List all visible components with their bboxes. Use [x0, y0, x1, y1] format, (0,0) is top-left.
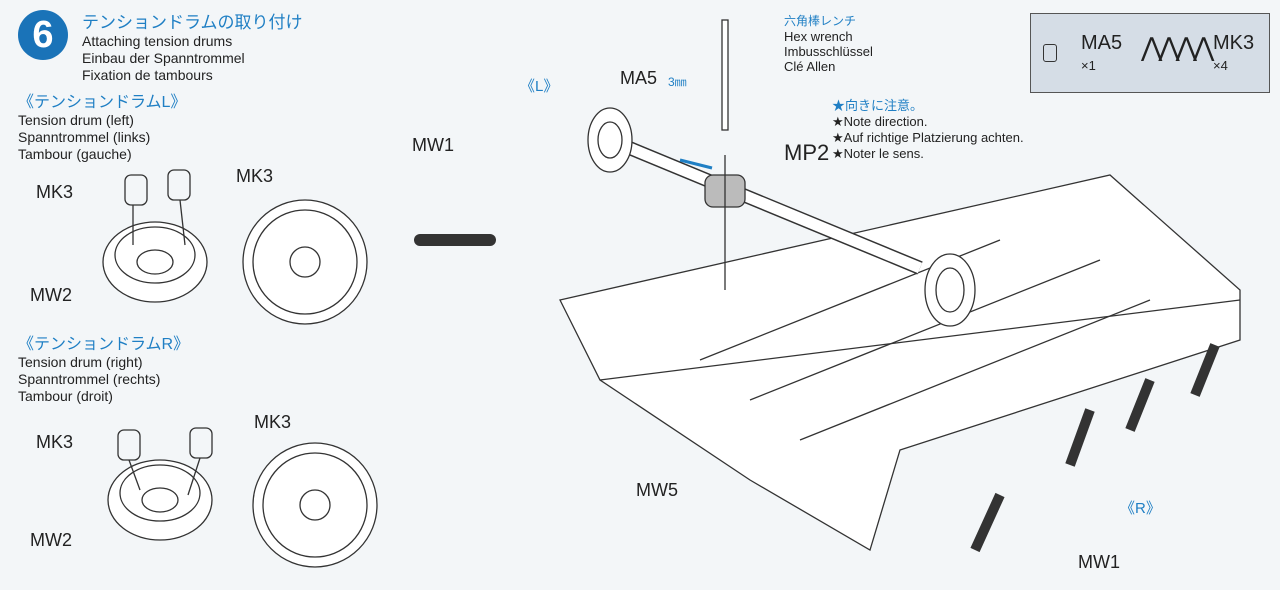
left-en: Tension drum (left): [18, 112, 134, 128]
label-r: 《R》: [1120, 500, 1161, 517]
note-en: ★Note direction.: [832, 114, 928, 129]
note-fr: ★Noter le sens.: [832, 146, 924, 161]
label-mk3: MK3: [36, 182, 74, 202]
left-drum-caption: 《テンションドラムL》 Tension drum (left) Spanntro…: [18, 88, 186, 163]
title-fr: Fixation de tambours: [82, 67, 213, 83]
label-mk3: MK3: [236, 166, 274, 186]
step-number-badge: 6: [18, 10, 68, 60]
spring-icon: ⋀⋀⋀⋀: [1141, 32, 1214, 62]
shaft-drawing: [587, 19, 976, 327]
qty-mk3: ×4: [1213, 58, 1228, 73]
title-en: Attaching tension drums: [82, 33, 233, 49]
wrench-en: Hex wrench: [784, 29, 853, 44]
left-drum-drawing: [102, 169, 368, 325]
wrench-jp: 六角棒レンチ: [784, 14, 857, 28]
title-de: Einbau der Spanntrommel: [82, 50, 245, 66]
left-de: Spanntrommel (links): [18, 129, 151, 145]
wrench-de: Imbusschlüssel: [784, 44, 873, 59]
label-l: 《L》: [520, 78, 559, 95]
parts-box: MA5 ×1 ⋀⋀⋀⋀ MK3 ×4: [1030, 13, 1270, 93]
right-en: Tension drum (right): [18, 354, 143, 370]
part-ma5: MA5: [1081, 32, 1123, 54]
right-heading: 《テンションドラムR》: [18, 336, 190, 353]
right-fr: Tambour (droit): [18, 388, 113, 404]
right-de: Spanntrommel (rechts): [18, 371, 161, 387]
direction-note: ★向きに注意。 ★Note direction. ★Auf richtige P…: [832, 98, 1024, 162]
label-mw2: MW2: [30, 530, 72, 550]
label-mk3: MK3: [254, 412, 292, 432]
hex-wrench-caption: 六角棒レンチ Hex wrench Imbusschlüssel Clé All…: [784, 12, 873, 74]
label-ma5-size: 3㎜: [668, 75, 687, 89]
label-mw5: MW5: [636, 480, 678, 500]
label-mk3: MK3: [36, 432, 74, 452]
part-mk3: MK3: [1213, 32, 1255, 54]
label-mw1: MW1: [1078, 552, 1120, 572]
qty-ma5: ×1: [1081, 58, 1096, 73]
title-jp: テンションドラムの取り付け: [82, 13, 303, 32]
label-mw2: MW2: [30, 285, 72, 305]
wrench-fr: Clé Allen: [784, 59, 836, 74]
left-fr: Tambour (gauche): [18, 146, 132, 162]
label-mp2: MP2: [784, 140, 830, 165]
left-heading: 《テンションドラムL》: [18, 94, 187, 111]
chassis-drawing: [414, 174, 1241, 551]
right-drum-caption: 《テンションドラムR》 Tension drum (right) Spanntr…: [18, 330, 189, 405]
right-drum-drawing: [107, 427, 378, 568]
set-screw-icon: [1043, 44, 1057, 62]
note-de: ★Auf richtige Platzierung achten.: [832, 130, 1024, 145]
label-mw1: MW1: [412, 135, 454, 155]
note-jp: ★向きに注意。: [832, 98, 924, 113]
mw1-bottom-drawing: [970, 343, 1220, 553]
label-ma5: MA5: [620, 68, 658, 88]
step-title: テンションドラムの取り付け Attaching tension drums Ei…: [82, 8, 303, 84]
